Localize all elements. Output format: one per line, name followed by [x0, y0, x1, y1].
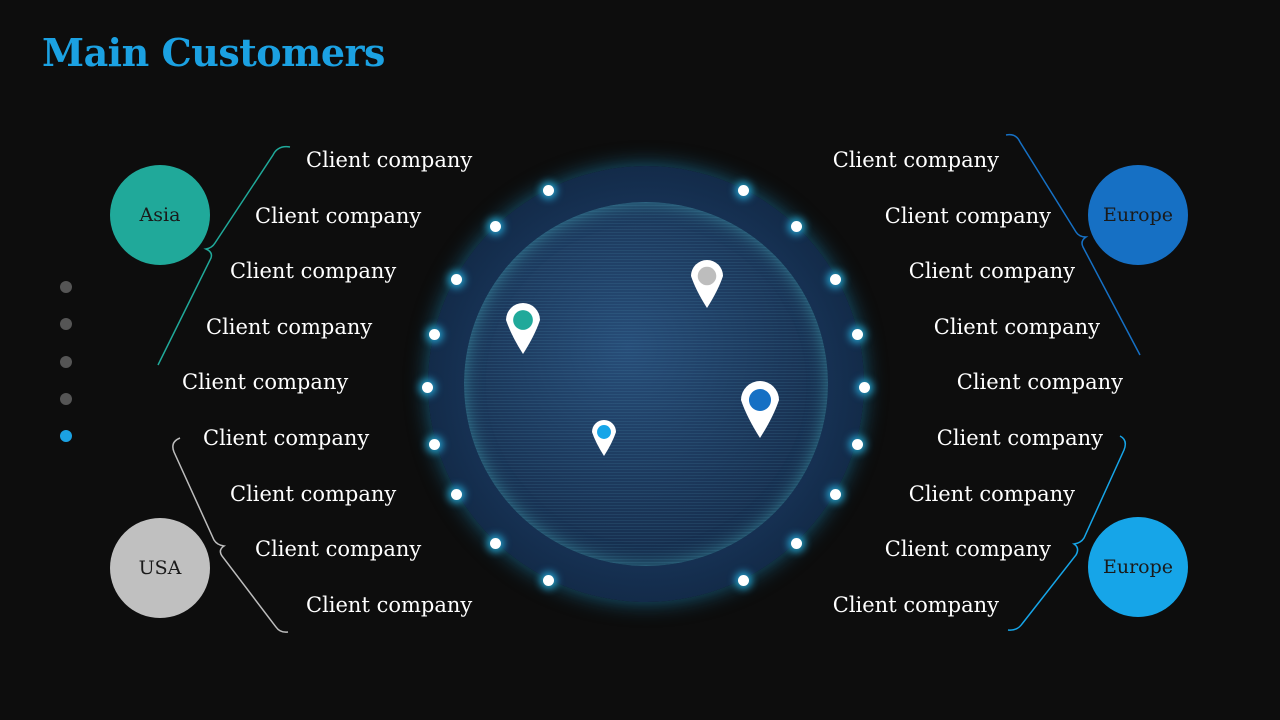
- ring-light-dot: [542, 184, 554, 196]
- ring-light-dot: [790, 220, 802, 232]
- europe-bottom-bracket: [1007, 435, 1127, 631]
- europe-pin-icon: [741, 381, 779, 438]
- client-left-item: Client company: [255, 537, 422, 562]
- nav-dot[interactable]: [60, 355, 72, 368]
- client-left-item: Client company: [182, 370, 349, 395]
- ring-light-dot: [858, 381, 870, 393]
- ring-light-dot: [489, 220, 501, 232]
- region-usa: USA: [110, 518, 210, 618]
- usa-pin-icon: [691, 260, 723, 308]
- client-right-item: Client company: [956, 370, 1123, 395]
- region-label: Europe: [1102, 204, 1174, 226]
- ring-light-dot: [829, 488, 841, 500]
- nav-dot[interactable]: [60, 392, 72, 405]
- nav-dot[interactable]: [60, 318, 72, 331]
- ring-light-dot: [489, 537, 501, 549]
- asia-bracket: [157, 145, 291, 366]
- page-title: Main Customers: [42, 30, 385, 75]
- ring-light-dot: [790, 537, 802, 549]
- client-right-item: Client company: [884, 537, 1051, 562]
- ring-light-dot: [428, 438, 440, 450]
- client-right-item: Client company: [933, 314, 1100, 339]
- client-right-item: Client company: [884, 203, 1051, 228]
- ring-light-dot: [450, 488, 462, 500]
- region-label: USA: [138, 557, 182, 579]
- client-right-item: Client company: [908, 481, 1075, 506]
- region-europe-bottom: Europe: [1088, 517, 1188, 617]
- client-left-item: Client company: [306, 148, 473, 172]
- client-left-item: Client company: [255, 203, 422, 228]
- client-left-item: Client company: [206, 314, 373, 339]
- ring-light-dot: [851, 328, 863, 340]
- nav-dot[interactable]: [60, 281, 72, 293]
- usa-bracket: [172, 437, 289, 633]
- client-left-item: Client company: [306, 592, 473, 617]
- region-label: Europe: [1102, 556, 1174, 578]
- region-asia: Asia: [110, 165, 210, 265]
- client-right-item: Client company: [832, 148, 999, 172]
- ring-light-dot: [737, 574, 749, 586]
- asia-pin-icon: [506, 303, 540, 354]
- ring-light-dot: [542, 574, 554, 586]
- ring-light-dot: [428, 328, 440, 340]
- client-left-item: Client company: [203, 426, 370, 450]
- ring-light-dot: [450, 273, 462, 285]
- region-europe-top: Europe: [1088, 165, 1188, 265]
- region-label: Asia: [139, 204, 181, 226]
- nav-dot[interactable]: [60, 430, 72, 443]
- europe-2-pin-icon: [592, 420, 616, 456]
- client-left-item: Client company: [230, 259, 397, 284]
- ring-light-dot: [737, 184, 749, 196]
- client-right-item: Client company: [936, 426, 1103, 450]
- client-left-item: Client company: [230, 481, 397, 506]
- client-right-item: Client company: [908, 259, 1075, 284]
- ring-light-dot: [421, 381, 433, 393]
- ring-light-dot: [829, 273, 841, 285]
- ring-light-dot: [851, 438, 863, 450]
- client-right-item: Client company: [832, 592, 999, 617]
- europe-top-bracket: [1005, 133, 1141, 356]
